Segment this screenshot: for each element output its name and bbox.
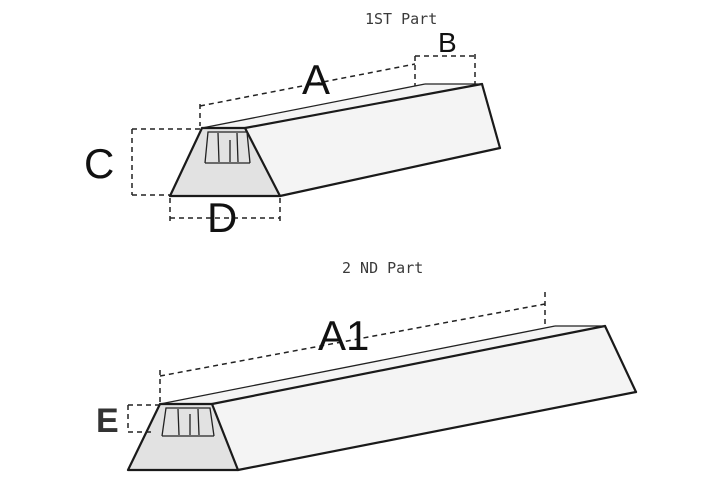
part-2-side-face xyxy=(212,326,636,470)
dimension-b xyxy=(415,54,476,84)
dimension-a1 xyxy=(159,292,546,402)
part-2-end-edge xyxy=(603,324,638,394)
part-2-top-face xyxy=(160,326,605,404)
part-1-top-face xyxy=(202,84,482,128)
part-1-front-face xyxy=(170,128,280,196)
part-1-side-face xyxy=(245,84,500,196)
part-2-caption: 2 ND Part xyxy=(342,259,423,277)
dimension-a xyxy=(199,56,416,126)
dimension-a1-label: A1 xyxy=(318,312,369,359)
part-2-slot xyxy=(161,407,215,437)
part-1-back-edge xyxy=(201,83,426,129)
dimension-e xyxy=(127,404,160,433)
part-1-end-edge xyxy=(480,82,502,150)
part-2-back-edge xyxy=(159,325,556,405)
dimension-d-label: D xyxy=(207,194,237,241)
dimension-e-label: E xyxy=(96,402,119,440)
dimension-a-label: A xyxy=(302,56,330,103)
part-2-drawing: 2 ND Part A1 xyxy=(96,259,638,472)
part-1-drawing: 1ST Part A xyxy=(84,10,502,241)
part-2-top-edge xyxy=(210,324,607,406)
part-1-bottom-edge xyxy=(278,146,502,198)
part-1-top-edge xyxy=(243,82,484,130)
part-2-bottom-edge xyxy=(236,390,638,472)
dimension-c-label: C xyxy=(84,140,114,187)
part-1-slot xyxy=(204,131,251,164)
dimension-c xyxy=(131,128,200,196)
part-1-caption: 1ST Part xyxy=(365,10,437,28)
dimension-b-label: B xyxy=(438,27,457,58)
dimension-d xyxy=(169,198,281,222)
part-2-front-face xyxy=(128,404,238,470)
